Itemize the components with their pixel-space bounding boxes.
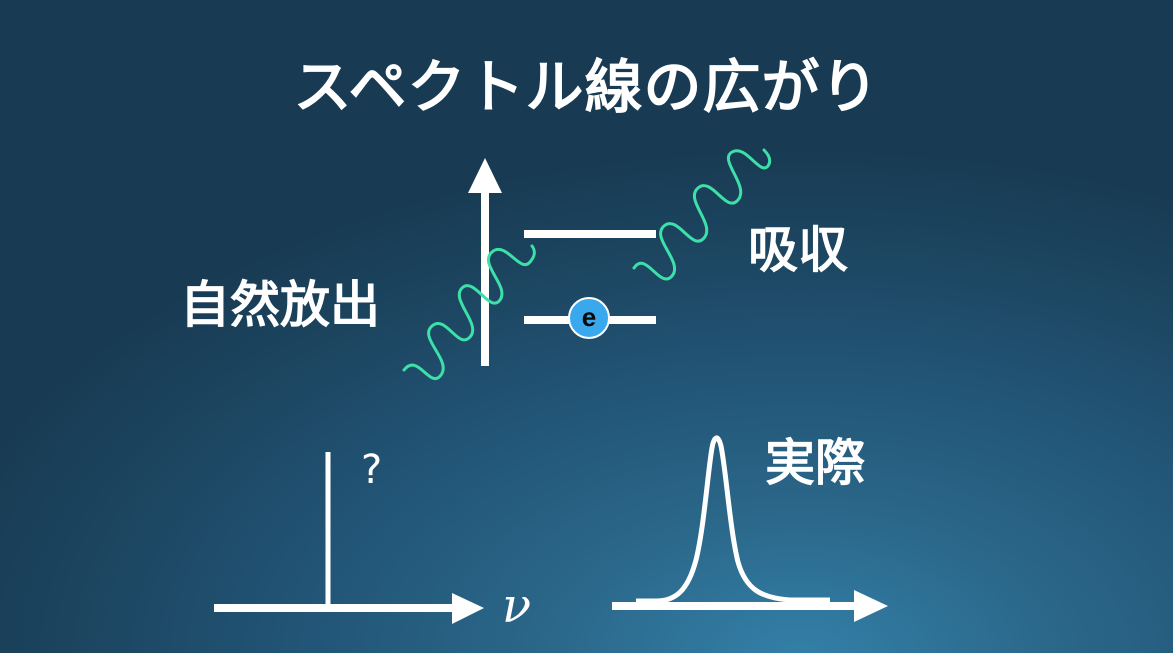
electron-symbol: e xyxy=(581,302,597,332)
energy-axis-arrow xyxy=(468,158,502,366)
electron-icon: e xyxy=(568,297,610,339)
actual-spectrum-plot xyxy=(612,435,888,622)
absorption-photon-wave-icon xyxy=(632,148,772,281)
spontaneous-emission-label: 自然放出 xyxy=(180,276,380,334)
absorption-label: 吸収 xyxy=(748,221,848,279)
ideal-spectrum-plot xyxy=(214,452,484,624)
actual-label: 実際 xyxy=(765,434,865,492)
question-mark-label: ? xyxy=(361,447,383,493)
page-title: スペクトル線の広がり xyxy=(293,53,880,121)
frequency-axis-label: ν xyxy=(502,578,532,634)
emission-photon-wave-icon xyxy=(402,244,536,380)
